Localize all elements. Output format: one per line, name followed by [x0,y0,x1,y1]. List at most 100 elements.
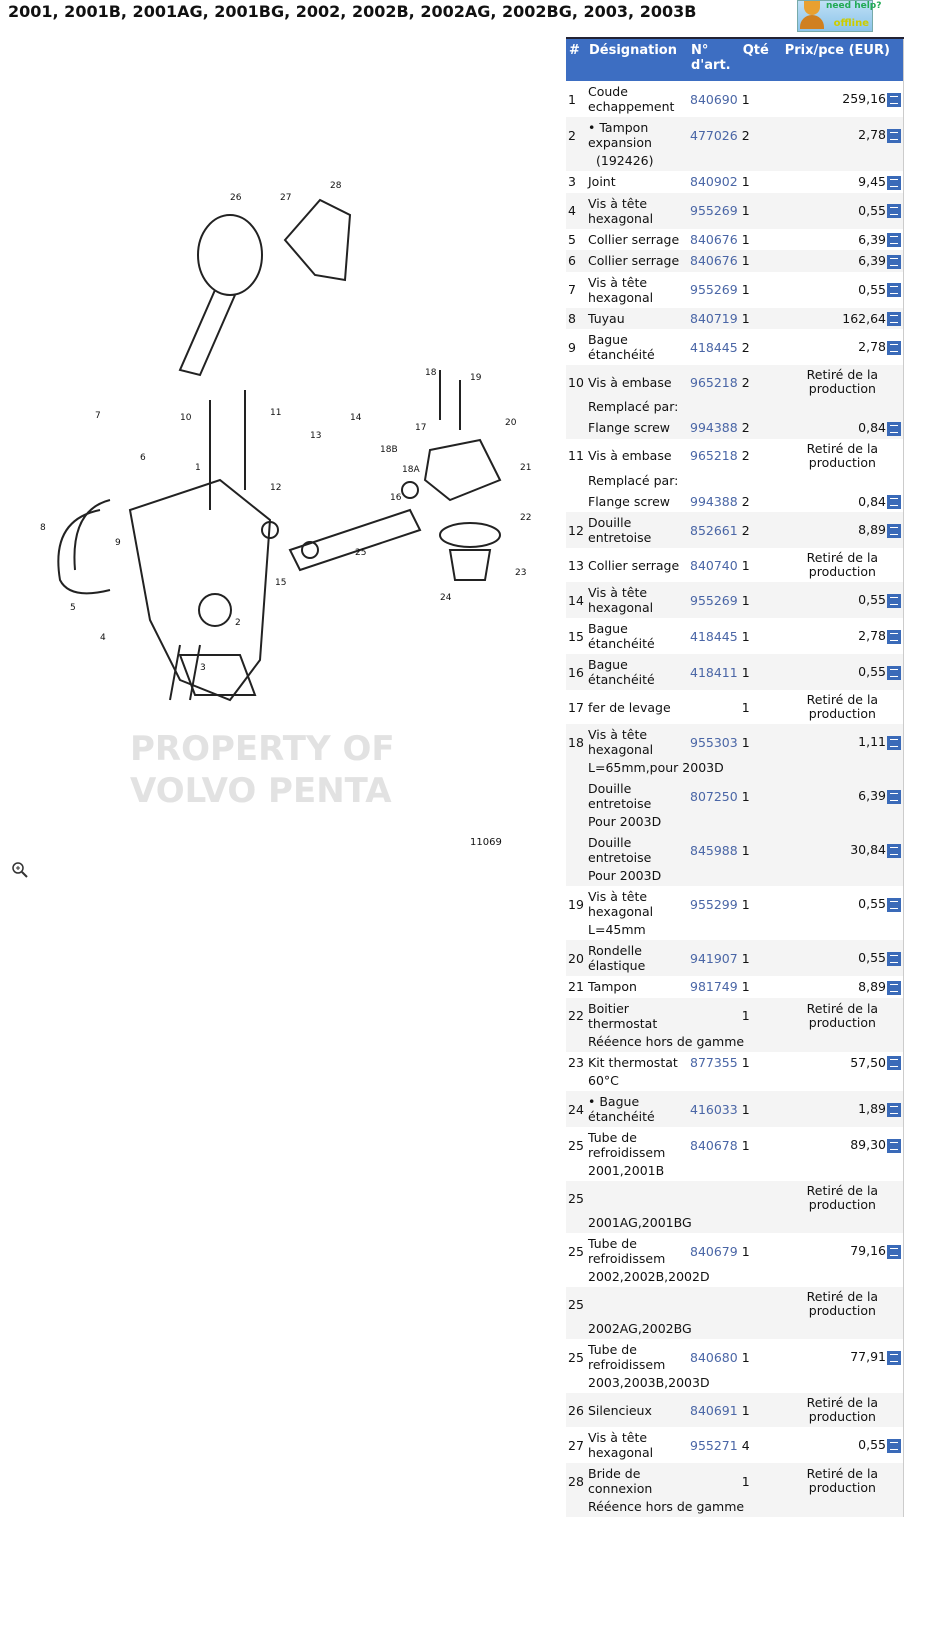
row-num [566,778,586,814]
article-number-link[interactable] [688,1463,740,1499]
add-to-cart-icon[interactable] [887,1102,901,1117]
quantity [739,1287,782,1321]
article-number-link[interactable]: 994388 [688,417,740,439]
article-number-link[interactable]: 955303 [688,724,740,760]
quantity: 1 [741,628,750,644]
article-number-link[interactable]: 955269 [690,282,738,297]
article-number-link[interactable]: 840691 [688,1393,740,1427]
price-cell: 9,45 [782,171,904,193]
col-art: N° d'art. [688,37,740,81]
add-to-cart-icon[interactable] [887,495,901,509]
article-number-link[interactable]: 418445 [690,628,738,644]
add-to-cart-icon[interactable] [887,980,901,995]
add-to-cart-icon[interactable] [887,897,901,912]
article-number-link[interactable]: 845988 [688,832,740,868]
add-to-cart-icon[interactable] [887,340,901,355]
article-number-link[interactable]: 840902 [690,174,738,190]
add-to-cart-icon[interactable] [887,843,901,858]
price: 2,78 [858,628,886,644]
add-to-cart-icon[interactable] [887,1438,901,1453]
need-help-button[interactable]: need help? offline [797,0,881,32]
price: 259,16 [842,91,886,107]
designation: Tube de refroidissem [588,1130,666,1160]
price: 1,89 [858,1101,886,1117]
col-num: # [566,37,586,81]
article-number-link[interactable]: 416033 [688,1091,740,1127]
diagram-number: 11069 [470,837,502,848]
price: 30,84 [850,842,886,858]
article-number-link[interactable]: 840676 [688,250,740,272]
parts-table: # Désignation N° d'art. Qté Prix/pce (EU… [566,37,904,1517]
add-to-cart-icon[interactable] [887,92,901,107]
article-number-link[interactable]: 840719 [688,307,740,329]
article-number-link[interactable]: 840676 [690,231,738,247]
article-number-link[interactable]: 840690 [690,91,738,107]
article-number-link[interactable]: 877355 [690,1054,738,1070]
article-number-link[interactable]: 965218 [688,365,740,399]
add-to-cart-icon[interactable] [887,1244,901,1259]
article-number-link[interactable]: 852661 [688,512,740,548]
quantity: 1 [739,1091,782,1127]
article-number-link[interactable]: 807250 [688,778,740,814]
article-number-link[interactable]: 955269 [688,582,740,618]
callout-11: 11 [270,408,281,418]
article-number-link[interactable]: 955271 [690,1437,738,1453]
add-to-cart-icon[interactable] [887,1056,901,1070]
article-number-link[interactable] [688,1287,740,1321]
designation: Vis à tête hexagonal [588,889,654,919]
callout-18: 18 [425,368,437,378]
price-cell: 1,89 [781,1091,904,1127]
add-to-cart-icon[interactable] [887,665,901,680]
row-num: 27 [568,1437,584,1453]
add-to-cart-icon[interactable] [887,593,901,608]
price: 162,64 [842,310,886,326]
add-to-cart-icon[interactable] [887,1138,901,1153]
article-number-link[interactable] [688,690,740,724]
designation: Bague étanchéité [586,654,688,690]
callout-17: 17 [415,423,426,433]
add-to-cart-icon[interactable] [887,128,901,143]
zoom-icon[interactable] [10,860,30,880]
article-number-link[interactable]: 840740 [690,557,738,573]
price-cell: 57,50 [782,1052,904,1074]
article-number-link[interactable]: 981749 [690,979,738,995]
article-number-link[interactable]: 840679 [690,1243,738,1259]
article-number-link[interactable]: 840678 [690,1137,738,1153]
callout-12: 12 [270,483,281,493]
article-number-link[interactable]: 955299 [690,896,738,912]
add-to-cart-icon[interactable] [887,1350,901,1365]
add-to-cart-icon[interactable] [887,421,901,436]
col-qty: Qté [739,37,782,81]
price-cell: 89,30 [782,1127,904,1163]
article-number-link[interactable]: 941907 [688,940,740,976]
article-number-link[interactable]: 840680 [690,1349,738,1365]
add-to-cart-icon[interactable] [887,175,901,190]
add-to-cart-icon[interactable] [887,951,901,966]
article-number-link[interactable]: 418445 [690,339,738,355]
add-to-cart-icon[interactable] [887,629,901,644]
price-cell: 6,39 [781,250,904,272]
article-number-link[interactable] [688,1181,740,1215]
quantity: 1 [739,940,782,976]
article-number-link[interactable]: 418411 [688,654,740,690]
callout-16: 16 [390,493,402,503]
article-number-link[interactable]: 994388 [690,493,738,509]
add-to-cart-icon[interactable] [887,204,901,219]
article-number-link[interactable]: 955269 [688,192,740,229]
add-to-cart-icon[interactable] [887,283,901,298]
price: 0,84 [858,493,886,509]
price: 0,55 [858,281,886,297]
article-number-link[interactable] [688,997,740,1034]
add-to-cart-icon[interactable] [887,312,901,326]
quantity: 1 [741,1137,750,1153]
row-num: 16 [566,654,586,690]
article-number-link[interactable]: 965218 [690,448,738,463]
add-to-cart-icon[interactable] [887,789,901,804]
add-to-cart-icon[interactable] [887,735,901,750]
add-to-cart-icon[interactable] [887,523,901,538]
add-to-cart-icon[interactable] [887,233,901,247]
article-number-link[interactable]: 477026 [688,117,740,153]
add-to-cart-icon[interactable] [887,254,901,269]
